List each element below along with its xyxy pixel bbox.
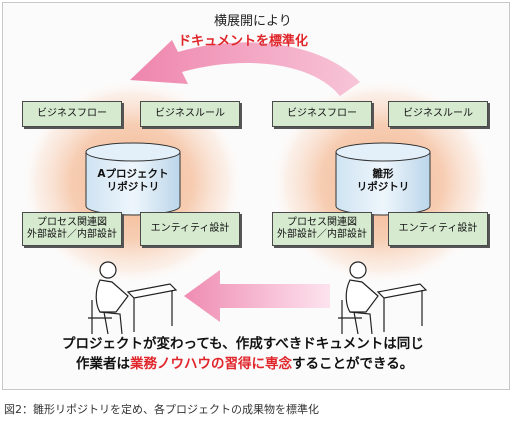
right-process-design-line2: 外部設計／内部設計 xyxy=(277,229,367,240)
right-business-flow-box: ビジネスフロー xyxy=(272,101,372,127)
left-process-design-line1: プロセス関連図 xyxy=(37,217,107,228)
left-process-design-box: プロセス関連図 外部設計／内部設計 xyxy=(22,212,122,246)
top-curved-arrow xyxy=(130,40,360,96)
right-repository-cylinder xyxy=(335,142,431,216)
left-repository-line2: リポジトリ xyxy=(106,181,160,193)
right-process-design-line1: プロセス関連図 xyxy=(287,217,357,228)
right-entity-design-box: エンティティ設計 xyxy=(388,212,488,246)
bottom-arrow xyxy=(184,270,330,322)
message-line2: 作業者は業務ノウハウの習得に専念することができる。 xyxy=(76,352,413,372)
left-repository-label: Aプロジェクト リポジトリ xyxy=(86,168,180,194)
right-repository-label: 雛形 リポジトリ xyxy=(336,168,430,194)
right-worker-figure xyxy=(338,261,428,335)
left-repository-line1: Aプロジェクト xyxy=(97,168,169,180)
left-business-flow-box: ビジネスフロー xyxy=(22,101,122,127)
message-line2-suffix: することができる。 xyxy=(292,356,414,372)
header-line2-highlight: ドキュメントを標準化 xyxy=(178,34,309,49)
right-repository-line1: 雛形 xyxy=(372,168,394,180)
right-process-design-box: プロセス関連図 外部設計／内部設計 xyxy=(272,212,372,246)
right-repository-line2: リポジトリ xyxy=(356,181,410,193)
left-process-design-line2: 外部設計／内部設計 xyxy=(27,229,117,240)
header-line1: 横展開により xyxy=(214,14,292,29)
left-worker-figure xyxy=(88,261,178,335)
left-business-rule-box: ビジネスルール xyxy=(140,101,240,127)
message-line2-highlight: 業務ノウハウの習得に専念 xyxy=(130,356,292,372)
right-business-rule-box: ビジネスルール xyxy=(388,101,488,127)
figure-caption: 図2：雛形リポジトリを定め、各プロジェクトの成果物を標準化 xyxy=(4,403,319,416)
left-repository-cylinder xyxy=(85,142,181,216)
message-line1: プロジェクトが変わっても、作成すべきドキュメントは同じ xyxy=(62,336,424,352)
left-entity-design-box: エンティティ設計 xyxy=(140,212,240,246)
message-line2-prefix: 作業者は xyxy=(76,356,130,372)
